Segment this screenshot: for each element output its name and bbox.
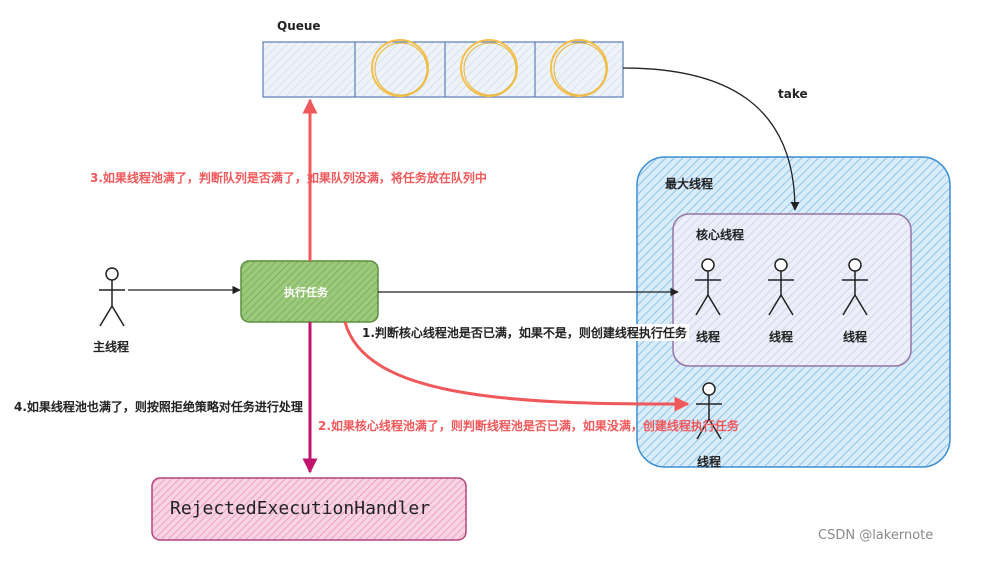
core-thread-person-icon <box>695 258 721 316</box>
step1-label: 1.判断核心线程池是否已满，如果不是，则创建线程执行任务 <box>360 324 689 341</box>
core-thread-label: 线程 <box>696 330 721 344</box>
core-thread-person-icon <box>768 258 794 316</box>
watermark: CSDN @lakernote <box>818 528 934 543</box>
main-thread-person-icon <box>99 267 125 327</box>
queued-task-coin <box>371 39 429 97</box>
core-threads-title: 核心线程 <box>696 228 745 242</box>
main-thread-label: 主线程 <box>93 340 130 354</box>
core-thread-label: 线程 <box>769 330 794 344</box>
to-extra-thread-arrow <box>343 321 690 412</box>
take-label: take <box>778 87 808 101</box>
core-thread-person-icon <box>842 258 868 316</box>
extra-thread-label: 线程 <box>697 455 722 469</box>
take-arrow <box>622 67 800 211</box>
extra-thread-person-icon <box>696 382 722 440</box>
step2-label: 2.如果核心线程池满了，则判断线程池是否已满，如果没满，创建线程执行任务 <box>318 419 739 433</box>
queued-task-coin <box>460 39 518 97</box>
queue-box <box>262 41 624 98</box>
execute-task-label: 执行任务 <box>284 286 328 299</box>
rejected-handler-box <box>151 477 467 541</box>
core-thread-label: 线程 <box>843 330 868 344</box>
queue-title: Queue <box>277 19 321 33</box>
max-threads-title: 最大线程 <box>665 177 714 191</box>
rejected-handler-label: RejectedExecutionHandler <box>170 498 431 519</box>
step3-label: 3.如果线程池满了，判断队列是否满了，如果队列没满，将任务放在队列中 <box>90 171 487 185</box>
queued-task-coin <box>550 39 608 97</box>
step4-label: 4.如果线程池也满了，则按照拒绝策略对任务进行处理 <box>14 400 303 414</box>
